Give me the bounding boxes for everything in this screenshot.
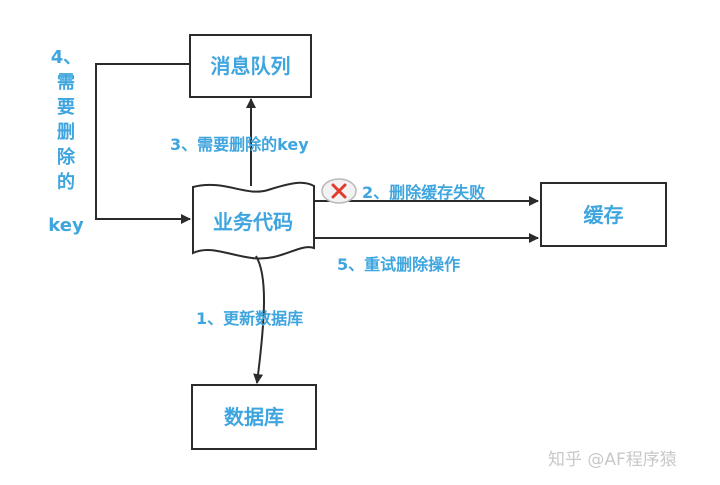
watermark: 知乎 @AF程序猿 (548, 450, 677, 470)
edge-consume-label-line: 需 (57, 72, 75, 93)
edge-queue-key-label: 3、需要删除的key (170, 135, 309, 154)
node-cache: 缓存 (540, 182, 667, 247)
edge-consume-label: 4、 需 要 删 除 的 key (48, 47, 84, 236)
node-message-queue: 消息队列 (189, 34, 312, 98)
x-circle-icon (321, 178, 357, 204)
node-database-label: 数据库 (224, 405, 284, 429)
edge-consume-label-line: 删 (57, 122, 75, 143)
node-business-code-label: 业务代码 (213, 210, 293, 234)
edge-consume-label-line: 要 (57, 97, 75, 118)
node-database: 数据库 (191, 384, 317, 450)
edge-update-db-arrow (253, 255, 265, 384)
edge-consume-arrow (95, 63, 191, 224)
node-cache-label: 缓存 (584, 203, 624, 227)
edge-delete-fail-label: 2、删除缓存失败 (362, 183, 485, 202)
edge-update-db-label: 1、更新数据库 (196, 309, 303, 328)
node-business-code: 业务代码 (192, 181, 315, 260)
edge-consume-label-line: key (48, 215, 84, 236)
node-message-queue-label: 消息队列 (211, 54, 291, 78)
edge-consume-label-line: 4、 (51, 47, 82, 68)
edge-consume-label-line: 的 (57, 171, 75, 193)
edge-consume-label-line: 除 (57, 146, 76, 168)
edge-retry-label: 5、重试删除操作 (337, 255, 460, 274)
